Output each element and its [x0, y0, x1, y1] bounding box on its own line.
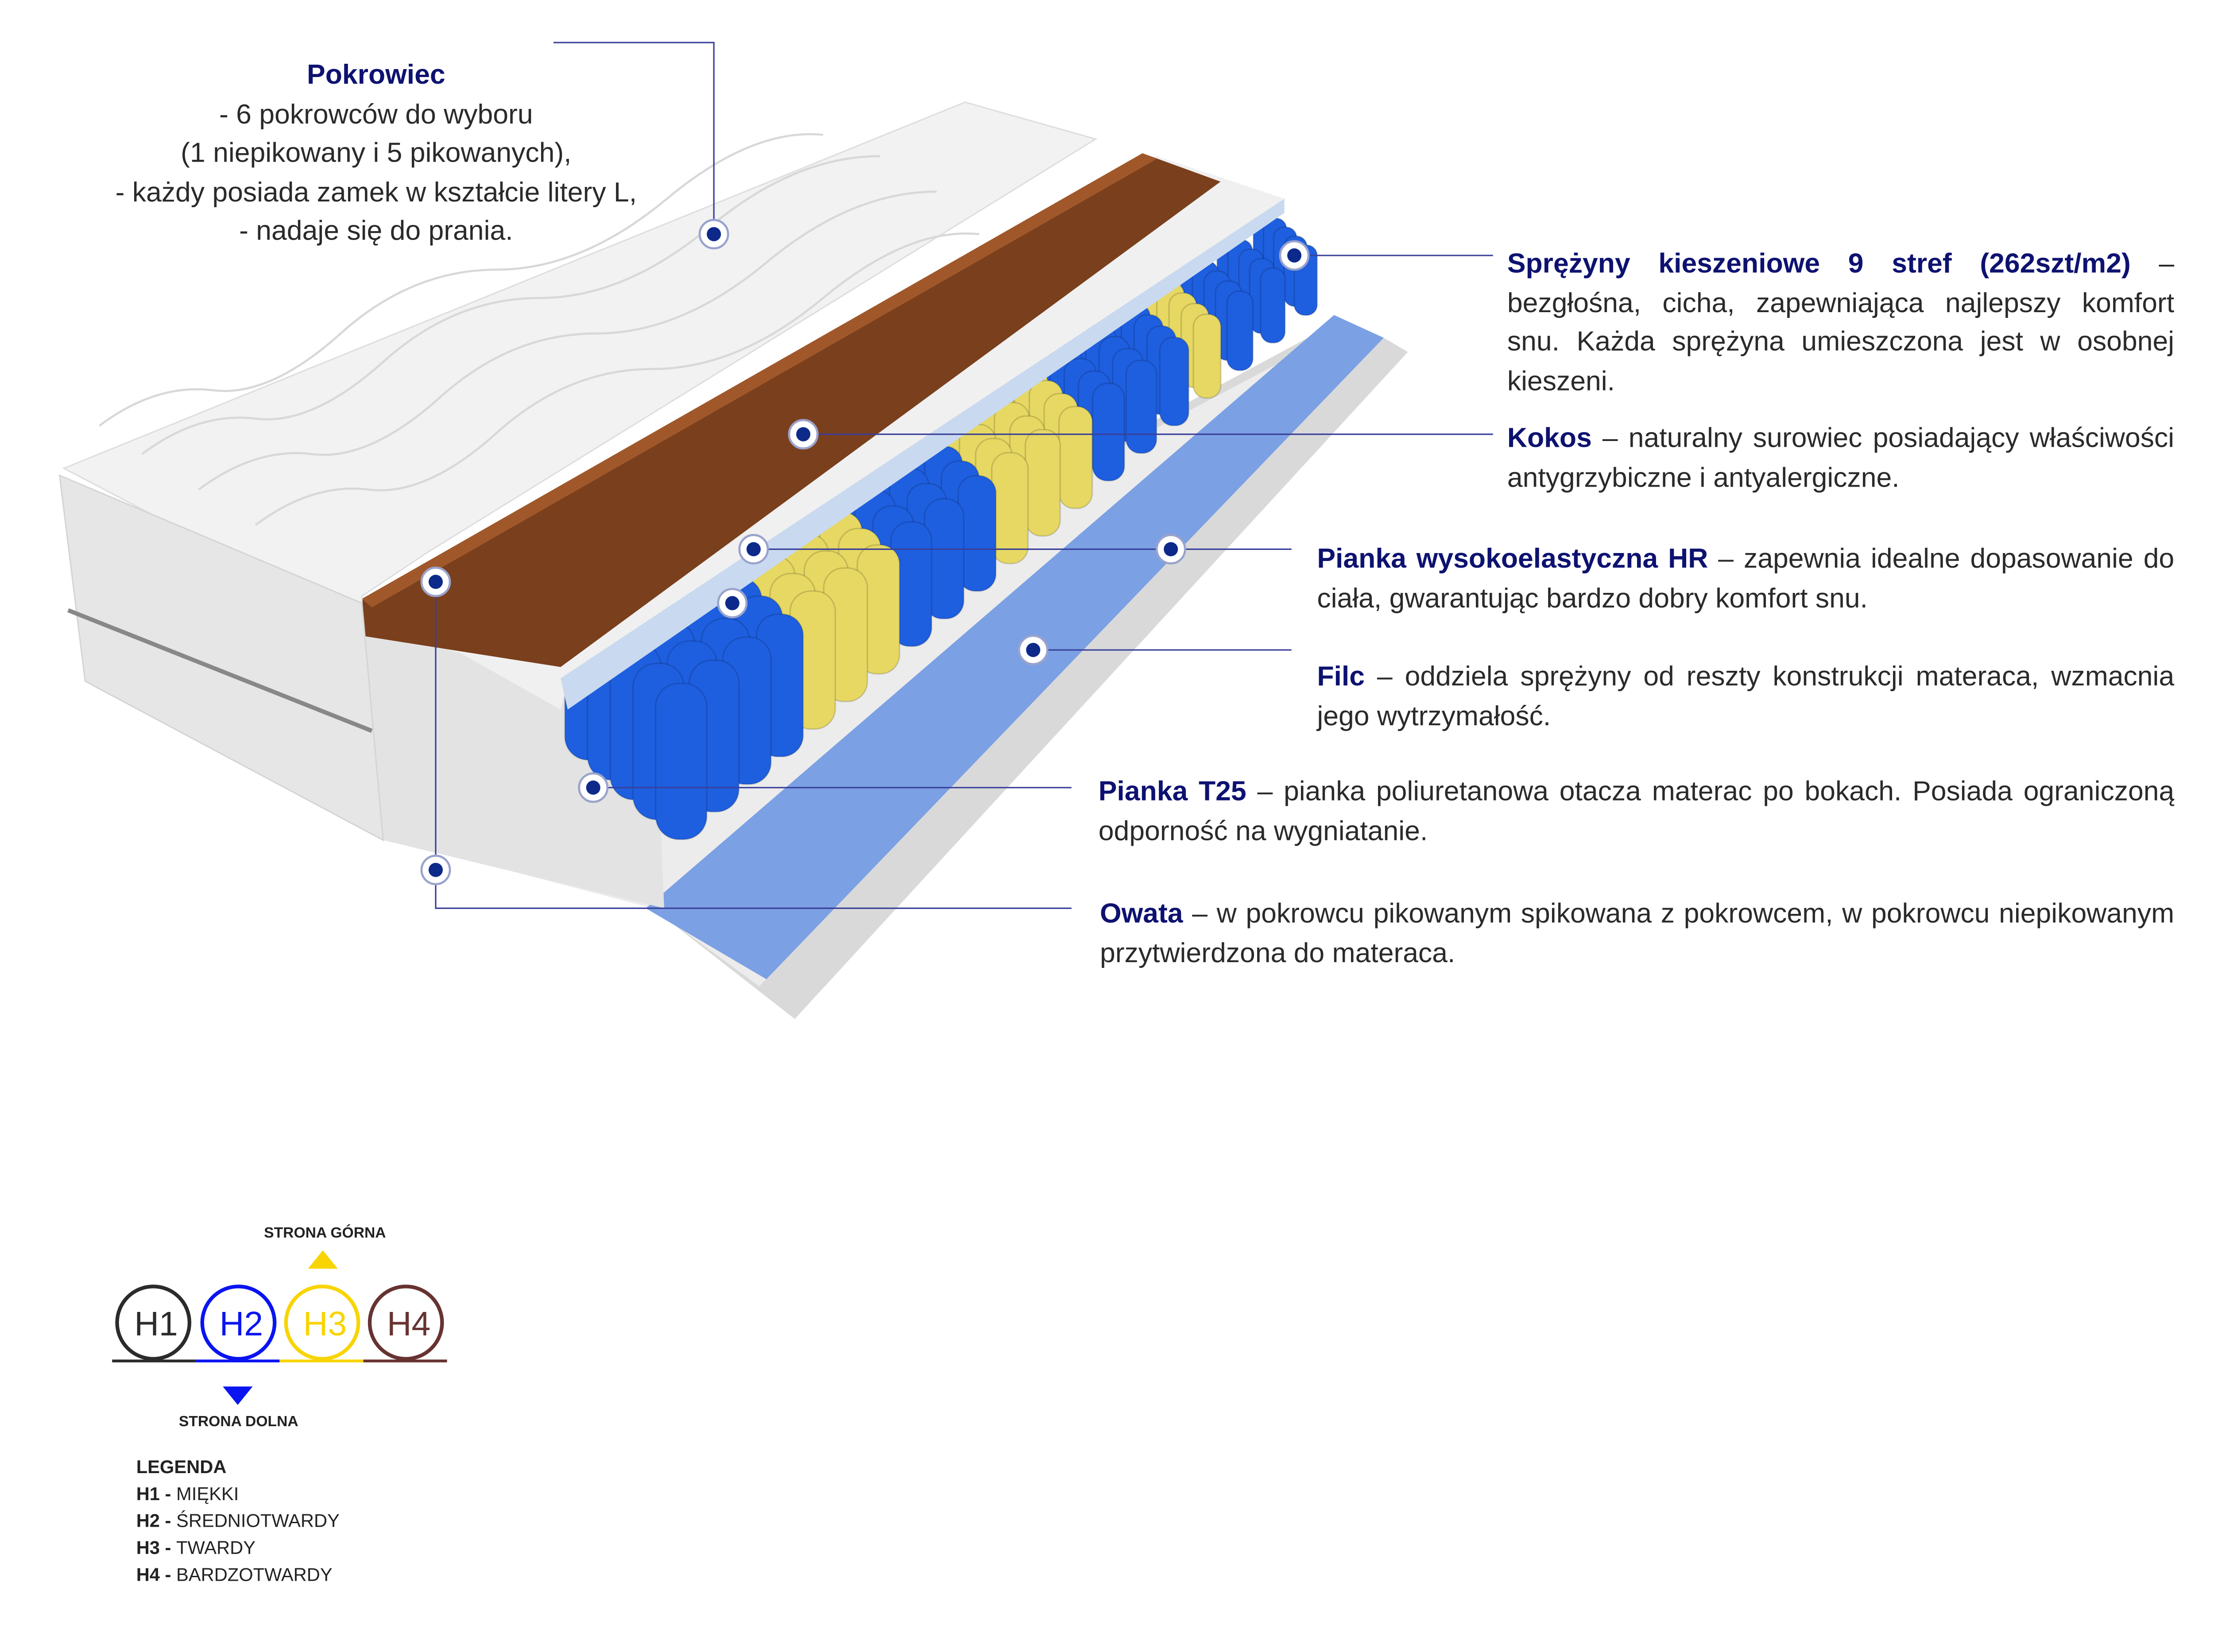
h1-circle: [115, 1284, 192, 1361]
legend-code: H4: [136, 1564, 160, 1586]
legend: LEGENDA H1 - MIĘKKI H2 - ŚREDNIOTWARDY H…: [136, 1453, 340, 1588]
bottom-side-label: STRONA DOLNA: [178, 1413, 298, 1431]
legend-title: LEGENDA: [136, 1456, 227, 1478]
pokrowiec-title: Pokrowiec: [307, 59, 445, 91]
owata-callout: Owata – w pokrowcu pikowanym spikowana z…: [1100, 895, 2174, 973]
h1-label: H1: [134, 1305, 178, 1343]
felt-layer: [646, 315, 1384, 979]
legend-label: TWARDY: [176, 1537, 256, 1559]
sprezyny-callout: Sprężyny kieszeniowe 9 stref (262szt/m2)…: [1507, 245, 2174, 402]
h3-circle: [284, 1284, 360, 1361]
sprezyny-title: Sprężyny kieszeniowe 9 stref (262szt/m2): [1507, 248, 2131, 280]
sprezyny-text: – bezgłośna, cicha, zapewniająca najleps…: [1507, 248, 2175, 397]
spring: [1226, 290, 1254, 371]
pokrowiec-line: - 6 pokrowców do wyboru: [219, 98, 533, 130]
hr-text: – zapewnia idealne dopasowanie do ciała,…: [1317, 543, 2175, 614]
marker-dot-icon: [725, 596, 739, 611]
bottom-side-arrow-icon: [223, 1386, 253, 1405]
t25-text: – pianka poliuretanowa otacza materac po…: [1098, 776, 2175, 847]
legend-code: H2: [136, 1510, 160, 1532]
legend-sep: -: [159, 1537, 177, 1559]
legend-item: H2 - ŚREDNIOTWARDY: [136, 1507, 340, 1534]
legend-label: BARDZOTWARDY: [176, 1564, 333, 1586]
legend-sep: -: [159, 1564, 177, 1586]
coconut-layer-top: [362, 153, 1157, 607]
kokos-callout: Kokos – naturalny surowiec posiadający w…: [1507, 420, 2174, 498]
marker-dot-icon: [586, 780, 600, 795]
h4-label: H4: [387, 1305, 430, 1343]
spring: [1058, 406, 1093, 509]
pokrowiec-line: (1 niepikowany i 5 pikowanych),: [181, 137, 572, 169]
filc-text: – oddziela sprężyny od reszty konstrukcj…: [1317, 661, 2175, 732]
spring: [1260, 267, 1286, 344]
hr-callout: Pianka wysokoelastyczna HR – zapewnia id…: [1317, 541, 2174, 619]
marker-dot-icon: [428, 575, 443, 589]
t25-callout: Pianka T25 – pianka poliuretanowa otacza…: [1098, 774, 2175, 851]
marker-dot-icon: [1287, 248, 1302, 263]
legend-item: H1 - MIĘKKI: [136, 1480, 340, 1507]
legend-code: H3: [136, 1537, 160, 1559]
leader-lines: [435, 42, 1493, 909]
spring: [1159, 337, 1190, 426]
pokrowiec-callout: Pokrowiec - 6 pokrowców do wyboru (1 nie…: [85, 57, 667, 252]
marker-dot-icon: [707, 227, 721, 241]
owata-title: Owata: [1099, 898, 1183, 930]
marker-dot-icon: [746, 542, 761, 557]
callout-markers: [420, 219, 1310, 886]
t25-title: Pianka T25: [1098, 776, 1246, 808]
kokos-text: – naturalny surowiec posiadający właściw…: [1507, 423, 2175, 493]
pokrowiec-line: - każdy posiada zamek w kształcie litery…: [115, 177, 637, 208]
spring: [1024, 429, 1061, 537]
kokos-title: Kokos: [1507, 423, 1592, 454]
filc-callout: Filc – oddziela sprężyny od reszty konst…: [1317, 658, 2174, 736]
spring: [1092, 383, 1125, 482]
legend-sep: -: [159, 1483, 177, 1505]
marker-dot-icon: [1164, 542, 1178, 557]
filc-title: Filc: [1317, 661, 1365, 693]
spring: [1125, 360, 1157, 454]
spring: [1192, 313, 1222, 399]
spring: [655, 682, 708, 840]
spring: [991, 452, 1029, 565]
hr-foam-front: [561, 198, 1285, 710]
marker-dot-icon: [428, 863, 443, 877]
legend-code: H1: [136, 1483, 160, 1505]
pokrowiec-line: - nadaje się do prania.: [239, 216, 513, 247]
h2-circle: [200, 1284, 277, 1361]
hardness-scale: H1 H2 H3 H4: [112, 1250, 447, 1405]
legend-item: H3 - TWARDY: [136, 1534, 340, 1561]
legend-label: MIĘKKI: [176, 1483, 239, 1505]
h4-circle: [368, 1284, 444, 1361]
legend-item: H4 - BARDZOTWARDY: [136, 1561, 340, 1588]
coconut-layer: [362, 153, 1221, 667]
marker-dot-icon: [796, 427, 811, 441]
h3-label: H3: [303, 1305, 347, 1343]
top-side-arrow-icon: [308, 1250, 338, 1269]
cover-quilting: [98, 133, 979, 526]
cover-zipper: [67, 608, 373, 733]
top-side-label: STRONA GÓRNA: [264, 1225, 386, 1242]
owata-text: – w pokrowcu pikowanym spikowana z pokro…: [1099, 898, 2175, 969]
hr-title: Pianka wysokoelastyczna HR: [1317, 543, 1708, 575]
legend-label: ŚREDNIOTWARDY: [176, 1510, 340, 1532]
h2-label: H2: [220, 1305, 263, 1343]
marker-dot-icon: [1026, 642, 1041, 657]
legend-sep: -: [159, 1510, 177, 1532]
